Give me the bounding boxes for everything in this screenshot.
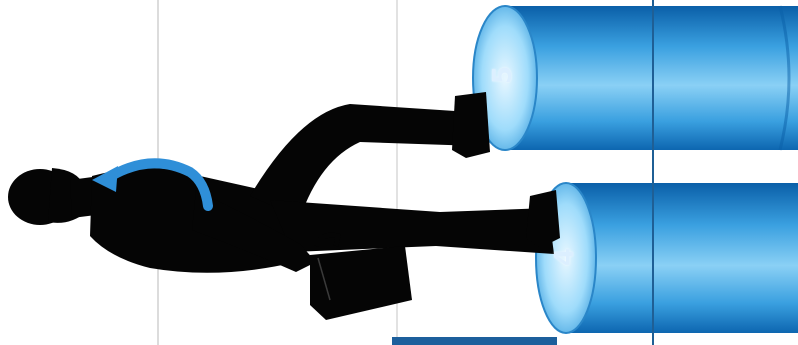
- step-5-cylinder: [473, 6, 798, 150]
- bottom-accent-bar: [392, 337, 557, 345]
- step-5-label: 5: [490, 66, 516, 84]
- step-4-label: 4: [552, 248, 578, 266]
- businessman-silhouette: [8, 92, 560, 273]
